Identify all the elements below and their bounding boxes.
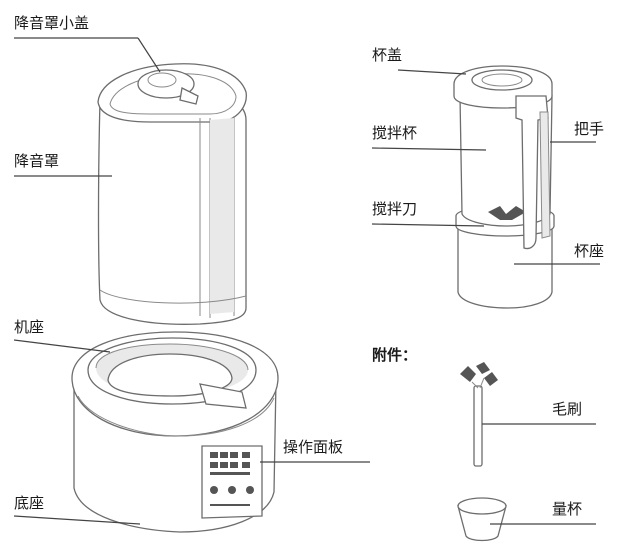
blender-cup-drawing	[453, 65, 555, 309]
label-machine-base: 机座	[14, 318, 45, 336]
leader-lines	[13, 37, 600, 525]
label-handle: 把手	[574, 120, 605, 138]
measuring-cup-drawing	[457, 497, 507, 542]
label-cup-lid: 杯盖	[372, 46, 403, 64]
label-blender-cup: 搅拌杯	[372, 124, 418, 142]
label-accessories: 附件：	[372, 346, 418, 364]
label-bottom-base: 底座	[14, 494, 45, 512]
label-control-panel: 操作面板	[283, 438, 344, 456]
brush-drawing	[460, 362, 498, 467]
label-noise-cover: 降音罩	[14, 152, 60, 170]
label-brush: 毛刷	[552, 400, 583, 418]
base-unit-drawing	[71, 331, 279, 533]
label-cup-base: 杯座	[574, 242, 605, 260]
label-blade: 搅拌刀	[372, 200, 418, 218]
label-lid-small-cap: 降音罩小盖	[14, 14, 90, 32]
label-measuring-cup: 量杯	[552, 500, 583, 518]
noise-cover-drawing	[97, 63, 247, 325]
